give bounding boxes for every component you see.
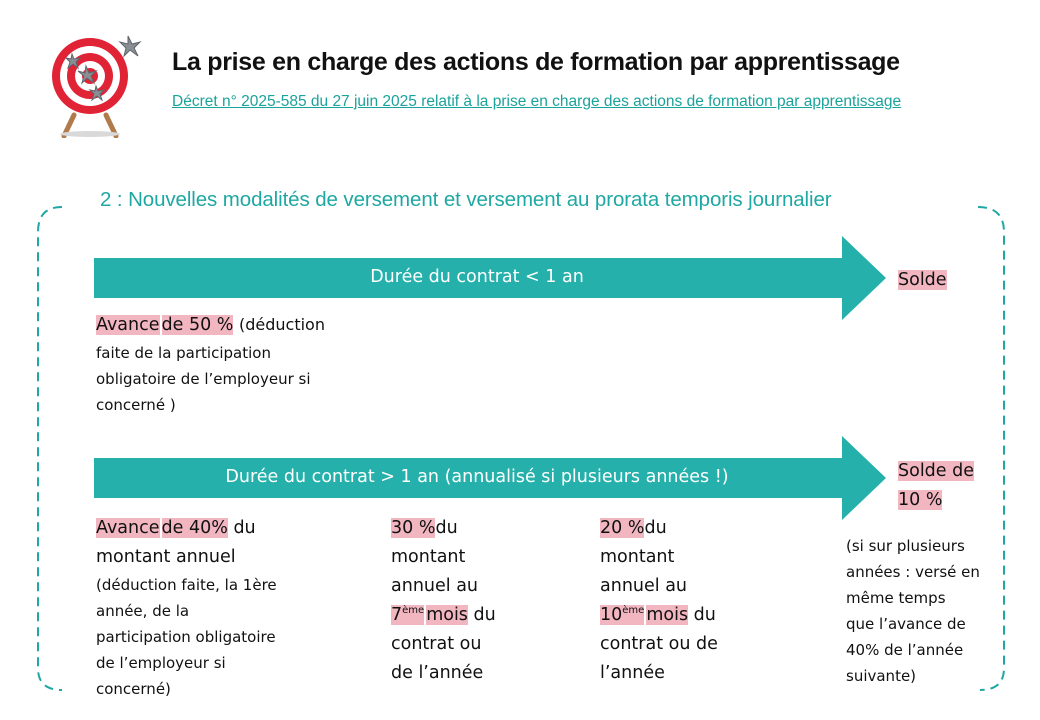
advance-50-inline: (déduction (239, 315, 325, 334)
advance-40-hl-1: Avance (96, 518, 160, 538)
payment-30-line-3: annuel au (391, 576, 479, 596)
advance-40-small-1: (déduction faite, la 1ère (96, 576, 277, 594)
decree-link[interactable]: Décret n° 2025-585 du 27 juin 2025 relat… (172, 93, 902, 110)
arrow-long-label: Durée du contrat > 1 an (annualisé si pl… (225, 467, 729, 487)
note-line-2: années : versé en (846, 563, 980, 581)
advance-50-line-2: obligatoire de l’employeur si (96, 370, 311, 388)
payment-30-ord-rest: du (473, 605, 496, 625)
payment-20-ord-num: 10 (600, 605, 623, 625)
advance-40-inline: du (233, 518, 256, 538)
advance-50-line-3: concerné ) (96, 396, 176, 414)
page-title: La prise en charge des actions de format… (172, 48, 900, 76)
payment-30-hl: 30 % (391, 518, 436, 538)
arrow-short-contract (94, 236, 886, 320)
advance-40-hl-2: de 40% (161, 518, 228, 538)
payment-20-line-6: l’année (600, 663, 665, 683)
advance-40-small-4: de l’employeur si (96, 654, 226, 672)
payment-30-ord-hl: mois (426, 605, 468, 625)
solde-long-note: (si sur plusieurs années : versé en même… (846, 533, 1016, 689)
payment-20-ord-sup: ème (622, 605, 645, 616)
payment-20-inline: du (644, 518, 667, 538)
note-line-3: même temps (846, 589, 946, 607)
payment-20-ord-hl: mois (646, 605, 689, 625)
solde-long-line-2: 10 % (898, 490, 943, 510)
payment-30-line-6: de l’année (391, 663, 484, 683)
note-line-6: suivante) (846, 667, 917, 685)
arrow-long-contract (94, 436, 886, 520)
payment-20-line-5: contrat ou de (600, 634, 718, 654)
payment-20-line-3: annuel au (600, 576, 688, 596)
advance-50-hl-2: de 50 % (161, 315, 234, 335)
payment-30-ord-sup: ème (402, 605, 425, 616)
advance-50-hl-1: Avance (96, 315, 160, 335)
payment-30-inline: du (435, 518, 458, 538)
solde-short-text: Solde (898, 270, 947, 290)
advance-40-small-3: participation obligatoire (96, 628, 276, 646)
advance-50-line-1: faite de la participation (96, 344, 271, 362)
solde-long-block: Solde de 10 % (898, 457, 974, 515)
payment-20-hl: 20 % (600, 518, 645, 538)
payment-20-ord-rest: du (693, 605, 716, 625)
payment-30-ord-num: 7 (391, 605, 403, 625)
section-title: 2 : Nouvelles modalités de versement et … (100, 188, 832, 211)
advance-40-small-5: concerné) (96, 680, 171, 698)
solde-short-label: Solde (898, 266, 947, 295)
target-logo-icon (52, 35, 142, 138)
solde-long-line-1: Solde de (898, 461, 974, 481)
advance-40-line-2: montant annuel (96, 547, 236, 567)
note-line-1: (si sur plusieurs (846, 537, 965, 555)
note-line-5: 40% de l’année (846, 641, 964, 659)
advance-40-small-2: année, de la (96, 602, 190, 620)
arrow-short-label: Durée du contrat < 1 an (370, 267, 584, 287)
note-line-4: que l’avance de (846, 615, 966, 633)
payment-30-line-2: montant (391, 547, 466, 567)
payment-30-line-5: contrat ou (391, 634, 482, 654)
payment-20-line-2: montant (600, 547, 675, 567)
